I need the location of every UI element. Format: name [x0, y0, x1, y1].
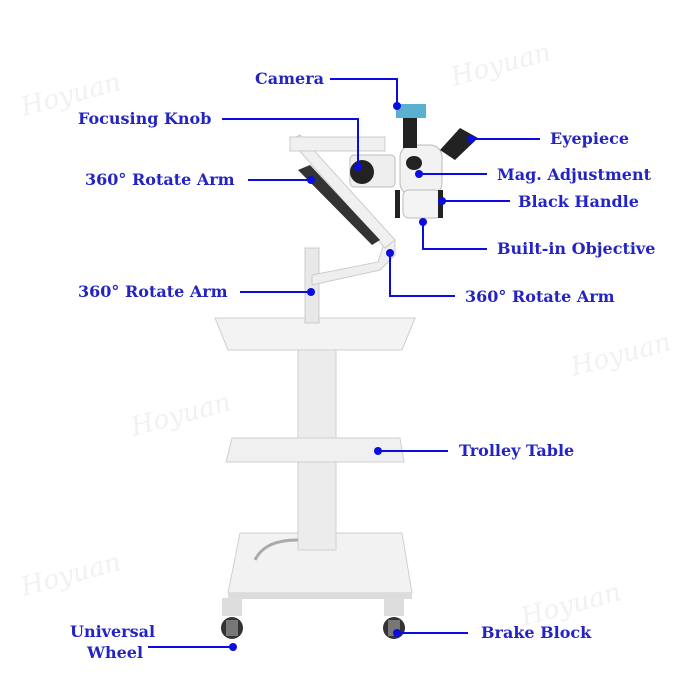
- focusing-knob: [350, 160, 374, 184]
- camera: [396, 104, 426, 118]
- top-tray: [214, 317, 416, 351]
- label-builtin-objective: Built-in Objective: [497, 239, 656, 258]
- label-rotate-arm-2: 360° Rotate Arm: [78, 282, 228, 301]
- wheel-left: [221, 598, 243, 639]
- label-rotate-arm-3: 360° Rotate Arm: [465, 287, 615, 306]
- objective: [402, 189, 442, 219]
- label-mag-adjustment: Mag. Adjustment: [497, 165, 651, 184]
- label-trolley-table: Trolley Table: [459, 441, 575, 460]
- lower-arm: [311, 239, 396, 286]
- label-camera: Camera: [255, 69, 325, 88]
- label-black-handle: Black Handle: [518, 192, 639, 211]
- label-eyepiece: Eyepiece: [550, 129, 630, 148]
- label-rotate-arm-1: 360° Rotate Arm: [85, 170, 235, 189]
- label-brake-block: Brake Block: [481, 623, 592, 642]
- leader-dots: [229, 102, 475, 651]
- label-focusing-knob: Focusing Knob: [78, 109, 212, 128]
- trolley-table: [225, 437, 405, 463]
- eyepiece: [440, 128, 478, 160]
- label-universal-wheel-line2: Wheel: [87, 643, 144, 662]
- leader-lines: [148, 78, 540, 648]
- label-universal-wheel-line1: Universal: [70, 622, 156, 641]
- upper-arm: [289, 134, 396, 249]
